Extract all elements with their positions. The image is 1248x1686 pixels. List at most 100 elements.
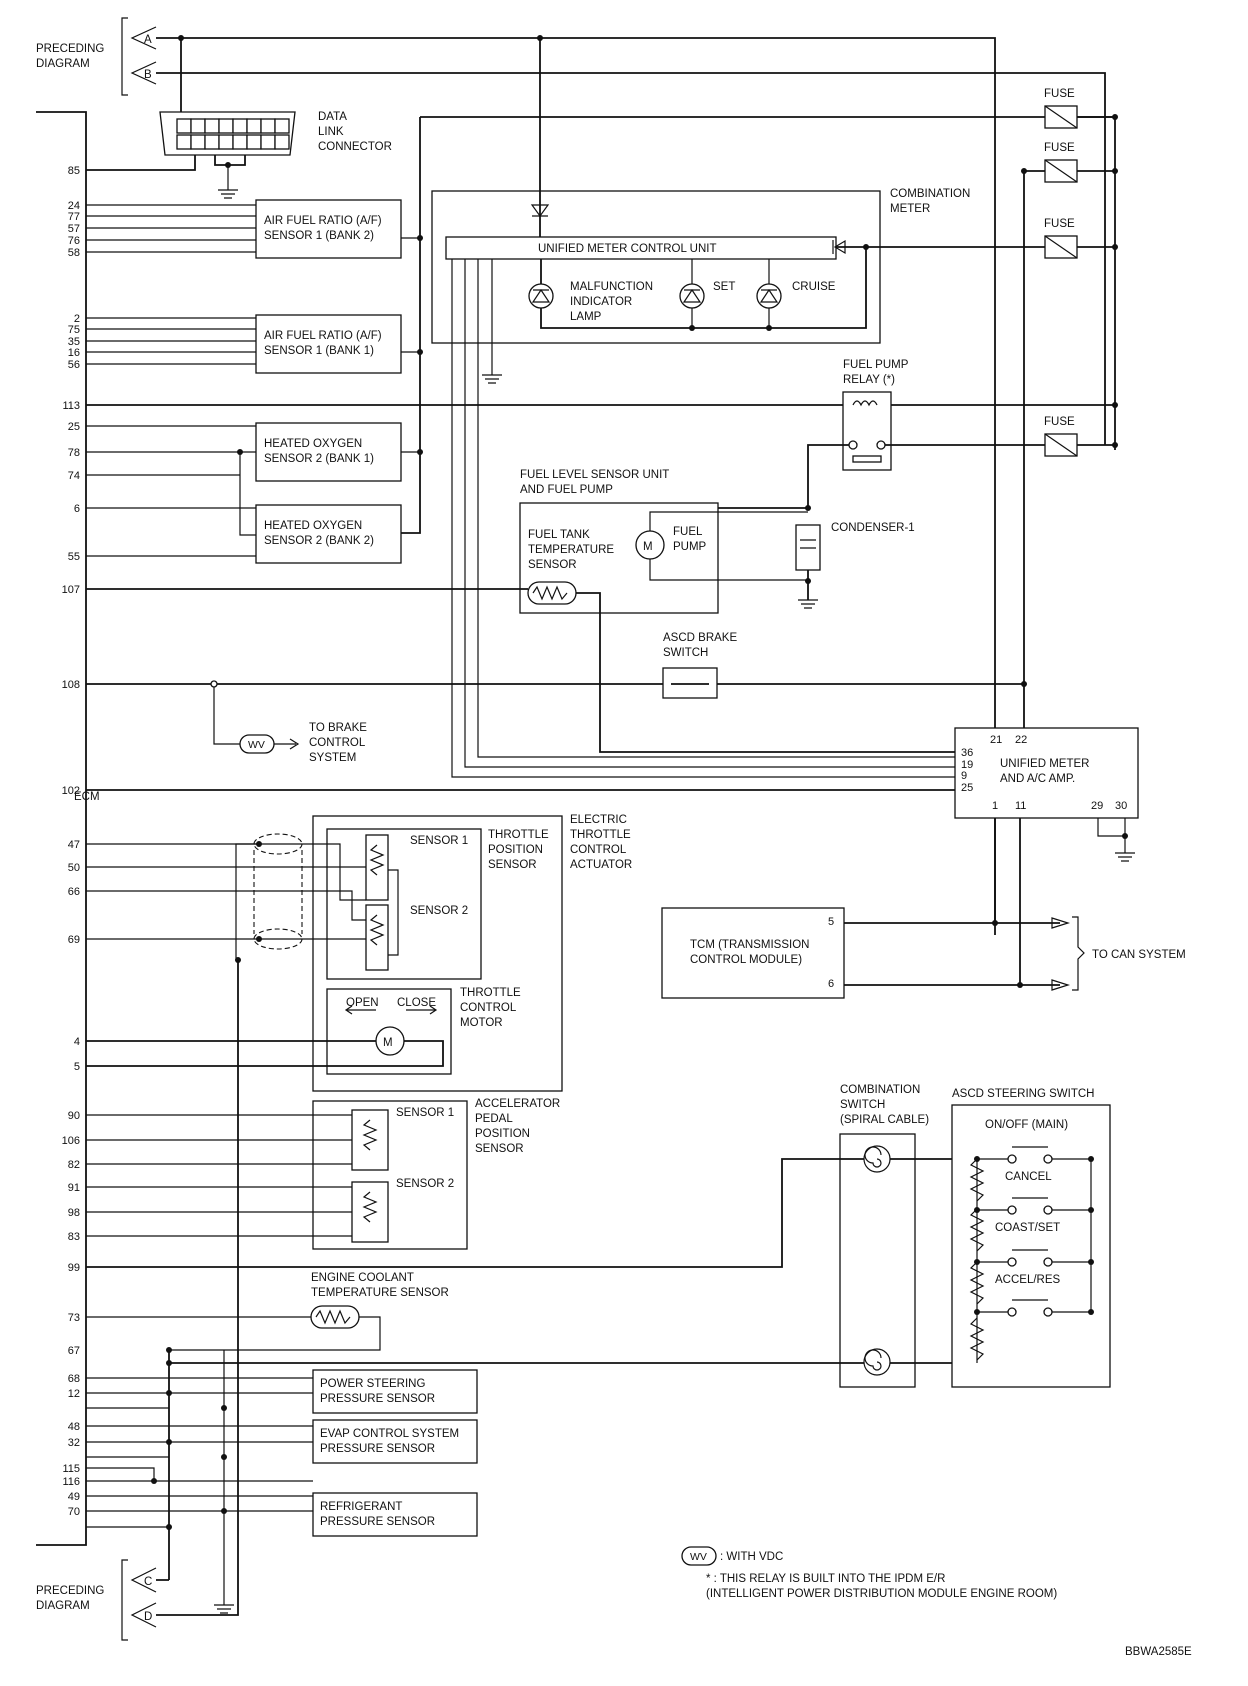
power-steering-sensor-box: [312, 1369, 478, 1414]
dlc-pin-cell: [218, 118, 234, 134]
junction: [166, 1439, 172, 1445]
to-can-system-label: TO CAN SYSTEM: [1092, 949, 1186, 961]
junction: [1017, 982, 1023, 988]
potentiometer-icon: [362, 1119, 378, 1151]
dlc-pin-cell: [274, 134, 290, 150]
dlc-pin-cell: [176, 118, 192, 134]
combination-meter-box: [431, 190, 881, 344]
junction: [805, 578, 811, 584]
junction: [992, 920, 998, 926]
amp-pin-11: 11: [1015, 800, 1026, 812]
amp-pin-29: 29: [1091, 800, 1103, 812]
switch-contact-icon: [1043, 1205, 1053, 1215]
ecm-pin-label: 75: [68, 324, 80, 336]
junction: [166, 1390, 172, 1396]
on-off-label: ON/OFF (MAIN): [985, 1119, 1068, 1131]
diode-icon: [530, 204, 550, 218]
ascd-resistor-icons: [969, 1158, 985, 1361]
wire-pressure-sensors: [86, 1377, 313, 1528]
ecm-pin-label: 78: [68, 447, 80, 459]
relay-contact-icon: [848, 440, 858, 450]
connector-a-arrow: [130, 26, 157, 50]
wire-ect: [86, 1316, 381, 1351]
ecm-pin-label: 76: [68, 235, 80, 247]
ecm-pin-label: 90: [68, 1110, 80, 1122]
refrigerant-sensor-box: [312, 1492, 478, 1537]
dlc-pin-cell: [260, 134, 276, 150]
ecm-pin-label: 57: [68, 223, 80, 235]
dlc-pin-cell: [176, 134, 192, 150]
fuse-label: FUSE: [1044, 142, 1075, 154]
bracket-top: [121, 17, 128, 96]
wire-pin85: [86, 155, 196, 171]
ecm-pin-label: 106: [62, 1135, 80, 1147]
shield-icon: [253, 833, 303, 855]
direction-arrows-icon: [344, 1005, 438, 1015]
diode-icon: [832, 239, 846, 255]
ecm-pin-label: 77: [68, 211, 80, 223]
ecm-pin-label: 66: [68, 886, 80, 898]
bracket-bottom: [121, 1559, 128, 1641]
wire-can: [844, 922, 1060, 986]
ecm-pin-label: 69: [68, 934, 80, 946]
fuse-icon: [1044, 235, 1078, 259]
unified-meter-ac-amp-box: [954, 727, 1139, 819]
ecm-pin-label: 115: [62, 1463, 80, 1475]
wire-meter-to-amp: [451, 259, 955, 778]
ascd-brake-switch-box: [662, 667, 718, 699]
switch-contact-icon: [1043, 1307, 1053, 1317]
dlc-pin-cell: [260, 118, 276, 134]
shield-icon: [253, 928, 303, 950]
ecm-pin-label: 98: [68, 1207, 80, 1219]
junction: [256, 936, 262, 942]
fuse-label: FUSE: [1044, 88, 1075, 100]
ground-icon: [218, 189, 238, 199]
amp-pin-22: 22: [1015, 734, 1027, 746]
dlc-pin-cell: [190, 118, 206, 134]
af-sensor-bank2-box: [255, 199, 402, 259]
tcm-pin-5: 5: [828, 916, 834, 928]
connector-c-arrow: [130, 1567, 157, 1593]
wire-fuel-temp-amp: [576, 592, 955, 753]
ecm-pin-label: 85: [68, 165, 80, 177]
legend-wv-badge: [681, 1546, 717, 1566]
wire-amp-can: [994, 818, 1021, 985]
ecm-pin-label: 74: [68, 470, 80, 482]
connector-d-label: D: [144, 1611, 152, 1623]
switch-contact-icon: [1043, 1154, 1053, 1164]
ecm-pin-label: 2: [74, 313, 80, 325]
ecm-pin-label: 83: [68, 1231, 80, 1243]
app-sensor2-label: SENSOR 2: [396, 1178, 454, 1190]
junction: [417, 235, 423, 241]
ecm-pin-label: 25: [68, 421, 80, 433]
junction: [1021, 168, 1027, 174]
junction: [766, 325, 772, 331]
wire-amp-gnd: [1097, 818, 1126, 837]
ecm-pin-label: 5: [74, 1061, 80, 1073]
diagram-code: BBWA2585E: [1125, 1646, 1192, 1658]
potentiometer-icon: [362, 1191, 378, 1223]
connector-d-arrow: [130, 1602, 157, 1628]
wire-sensor-power-taps: [401, 237, 420, 453]
tps-sensor2-label: SENSOR 2: [410, 905, 468, 917]
junction: [166, 1524, 172, 1530]
tps-sensor1-label: SENSOR 1: [410, 835, 468, 847]
ecm-pin-label: 47: [68, 839, 80, 851]
cruise-lamp-icon: [756, 283, 782, 309]
ecm-pin-label: 35: [68, 336, 80, 348]
dlc-pin-cell: [232, 134, 248, 150]
af-sensor-bank1-box: [255, 314, 402, 374]
